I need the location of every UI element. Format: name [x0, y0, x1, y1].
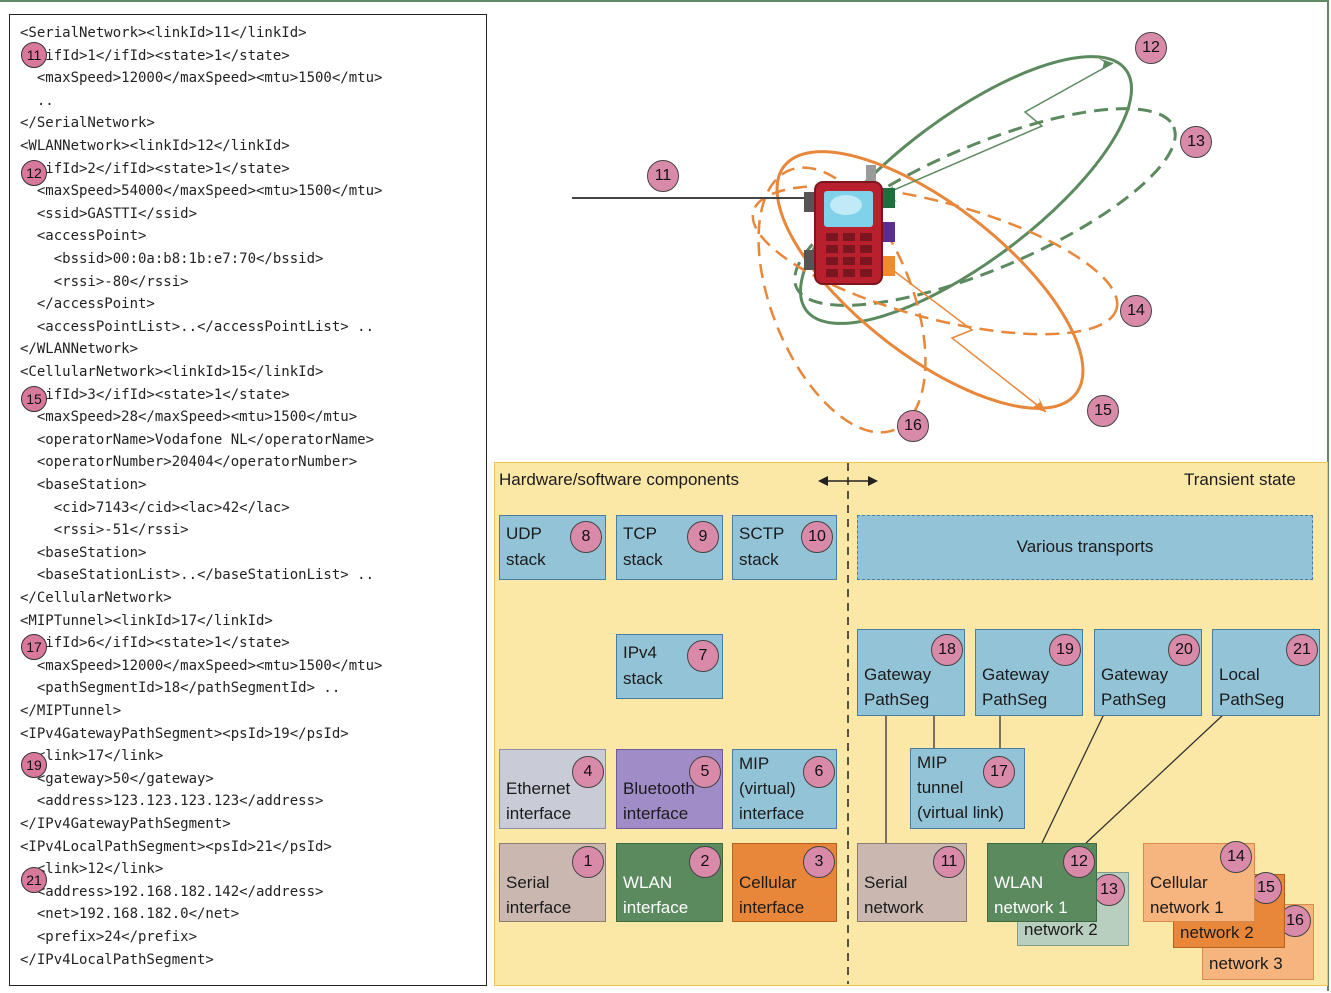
xml-line: <ifId>6</ifId><state>1</state> — [20, 635, 290, 652]
cellular-link — [889, 267, 1047, 413]
range-badge-13: 13 — [1180, 126, 1212, 158]
xml-line: <operatorName>Vodafone NL</operatorName> — [20, 431, 375, 448]
xml-badge-19: 19 — [21, 752, 47, 778]
xml-line: <IPv4GatewayPathSegment><psId>19</psId> — [20, 725, 349, 742]
xml-line: </IPv4LocalPathSegment> — [20, 951, 214, 968]
xml-line: <prefix>24</prefix> — [20, 929, 198, 945]
cellular-range-dashed-2 — [751, 184, 1119, 336]
xml-line: </WLANNetwork> — [20, 341, 139, 358]
xml-badge-11: 11 — [21, 42, 47, 68]
range-badge-12: 12 — [1135, 32, 1167, 64]
xml-badge-15: 15 — [21, 386, 47, 412]
xml-line: <WLANNetwork><linkId>12</linkId> — [20, 138, 290, 154]
xml-line: <ifId>3</ifId><state>1</state> — [20, 386, 290, 403]
mip-interface-box: MIP(virtual)interface 6 — [732, 749, 837, 829]
xml-line: </CellularNetwork> — [20, 590, 172, 606]
xml-line: <accessPointList>..</accessPointList> .. — [20, 318, 375, 335]
xml-line: <IPv4LocalPathSegment><psId>21</psId> — [20, 838, 332, 855]
xml-badge-17: 17 — [21, 634, 47, 660]
xml-line: <link>17</link> — [20, 748, 164, 765]
xml-line: <baseStation> — [20, 477, 147, 493]
xml-line: <bssid>00:0a:b8:1b:e7:70</bssid> — [20, 251, 324, 267]
cellular-range-solid — [775, 150, 1085, 410]
xml-line: <ssid>GASTTI</ssid> — [20, 205, 198, 222]
range-badge-11: 11 — [647, 160, 679, 192]
xml-line: <address>123.123.123.123</address> — [20, 793, 324, 810]
xml-line: <pathSegmentId>18</pathSegmentId> .. — [20, 680, 341, 697]
xml-line: </SerialNetwork> — [20, 115, 155, 132]
xml-line: <baseStation> — [20, 544, 147, 561]
cellular-link-arrow — [1032, 396, 1046, 412]
xml-line: <ifId>1</ifId><state>1</state> — [20, 47, 290, 64]
xml-line: </accessPoint> — [20, 296, 155, 313]
xml-line: </IPv4GatewayPathSegment> — [20, 816, 231, 832]
wlan-range-dashed — [793, 107, 1177, 307]
xml-line: <ifId>2</ifId><state>1</state> — [20, 160, 290, 177]
xml-line: <maxSpeed>54000</maxSpeed><mtu>1500</mtu… — [20, 183, 383, 200]
xml-line: </MIPTunnel> — [20, 703, 122, 719]
xml-line: <operatorNumber>20404</operatorNumber> — [20, 454, 358, 471]
xml-line: <net>192.168.182.0</net> — [20, 906, 240, 923]
xml-line: <maxSpeed>28</maxSpeed><mtu>1500</mtu> — [20, 409, 358, 426]
xml-line: <SerialNetwork><linkId>11</linkId> — [20, 25, 307, 41]
xml-line: <MIPTunnel><linkId>17</linkId> — [20, 612, 273, 629]
range-badge-15: 15 — [1087, 395, 1119, 427]
xml-line: <CellularNetwork><linkId>15</linkId> — [20, 364, 324, 380]
xml-line: <cid>7143</cid><lac>42</lac> — [20, 499, 290, 516]
header-transient: Transient state — [1184, 470, 1296, 489]
xml-line: <maxSpeed>12000</maxSpeed><mtu>1500</mtu… — [20, 70, 383, 87]
header-components: Hardware/software components — [499, 470, 740, 489]
xml-line: <rssi>-80</rssi> — [20, 273, 189, 290]
xml-line: <gateway>50</gateway> — [20, 770, 214, 787]
xml-panel — [9, 14, 487, 986]
xml-badge-21: 21 — [21, 867, 47, 893]
range-badge-14: 14 — [1120, 295, 1152, 327]
xml-line: <maxSpeed>12000</maxSpeed><mtu>1500</mtu… — [20, 657, 383, 674]
xml-line: <baseStationList>..</baseStationList> .. — [20, 567, 375, 584]
xml-line: .. — [20, 92, 54, 109]
xml-badge-12: 12 — [21, 160, 47, 186]
xml-line: <link>12</link> — [20, 861, 164, 878]
xml-line: <rssi>-51</rssi> — [20, 522, 189, 539]
wlan-link — [879, 62, 1114, 197]
xml-line: <address>192.168.182.142</address> — [20, 883, 324, 900]
mobile-device-icon — [804, 165, 895, 285]
various-transports-box: Various transports — [857, 515, 1313, 580]
range-badge-16: 16 — [897, 410, 929, 442]
xml-line: <accessPoint> — [20, 228, 147, 245]
